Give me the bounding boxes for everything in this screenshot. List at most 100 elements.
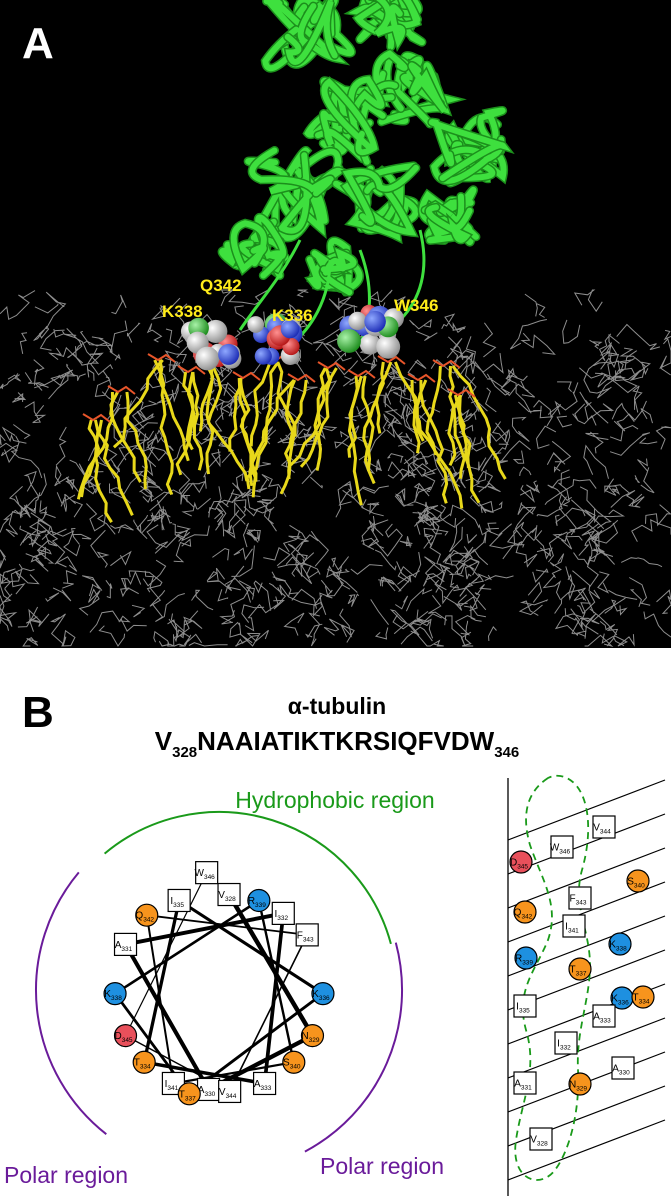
residue-number: 344 [226,1093,237,1100]
polar-region-arc-left [35,871,107,1135]
residue-number: 345 [517,864,528,871]
residue-number: 339 [255,902,266,909]
residue-number: 338 [111,995,122,1002]
residue-number: 340 [634,883,645,890]
wheel-connector [228,934,309,1093]
residue-number: 346 [204,874,215,881]
panel-a: A Q342 K338 K336 W346 [0,0,671,648]
wheel-connector [123,942,211,1092]
panel-b-label: B [22,688,54,737]
net-residue-v328: V328 [529,1127,553,1151]
residue-number: 335 [519,1008,530,1015]
helical-net-line [507,1017,666,1079]
net-residue-i335: I335 [513,994,537,1018]
lipid-tails [76,351,507,523]
protein-cartoon [217,0,515,347]
wheel-residue-q342: Q342 [135,903,159,927]
helical-net-line [507,1119,666,1181]
polar-region-arc-right [304,942,404,1153]
sequence-start-residue: V [155,726,173,756]
wheel-residue-v328: V328 [217,882,241,907]
residue-number: 336 [319,995,330,1002]
residue-number: 329 [576,1086,587,1093]
wheel-residue-n329: N329 [300,1023,325,1048]
residue-spheres [180,304,404,371]
net-residue-i341: I341 [562,914,586,938]
wheel-connector [145,914,309,936]
residue-number: 334 [639,999,650,1006]
residue-number: 331 [521,1085,532,1092]
residue-number: 332 [560,1045,571,1052]
residue-number: 329 [309,1037,320,1044]
hydrophobic-region-label: Hydrophobic region [235,787,434,813]
helical-net-line [507,847,666,909]
sequence-end-index: 346 [494,744,519,761]
residue-number: 332 [277,915,288,922]
net-residue-f343: F343 [568,886,592,910]
residue-number: 336 [618,1000,629,1007]
wheel-residue-d345: D345 [113,1023,138,1048]
residue-number: 328 [537,1141,548,1148]
residue-number: 343 [576,900,587,907]
wheel-residue-v344: V344 [218,1079,242,1104]
net-residue-k338: K338 [608,932,632,956]
residue-number: 343 [303,936,314,943]
residue-number: 328 [225,896,236,903]
residue-number: 341 [568,928,579,935]
residue-number: 340 [290,1064,301,1071]
net-residue-r339: R339 [514,946,538,970]
residue-number: 337 [576,971,587,978]
lipid-membrane [0,289,671,647]
residue-number: 335 [173,902,184,909]
wheel-residue-r339: R339 [247,888,271,913]
net-residue-t334: T334 [631,985,655,1009]
polar-region-label-right: Polar region [320,1153,444,1179]
net-residue-a330: A330 [611,1056,635,1080]
residue-number: 341 [167,1085,178,1092]
residue-number: 338 [616,946,627,953]
residue-number: 334 [140,1064,151,1071]
net-residue-d345: D345 [509,850,533,874]
wheel-connector [257,899,295,1064]
net-residue-n329: N329 [568,1072,592,1096]
residue-number: 330 [619,1070,630,1077]
residue-number: 342 [521,914,532,921]
residue-number: 345 [122,1037,133,1044]
helical-wheel-connectors [113,871,325,1096]
residue-label-q342: Q342 [200,276,242,295]
sequence-start-index: 328 [172,744,197,761]
wheel-connector [172,1061,295,1085]
sequence: V328NAAIATIKTKRSIQFVDW346 [155,726,519,761]
wheel-residue-i332: I332 [271,901,295,925]
wheel-connector [262,911,286,1086]
wheel-residue-t337: T337 [177,1082,201,1106]
hydrophobic-region-arc [103,811,392,945]
wheel-residue-s340: S340 [282,1050,306,1074]
net-residue-q342: Q342 [513,900,537,924]
residue-number: 333 [600,1018,611,1025]
net-residue-k336: K336 [610,986,634,1010]
wheel-residue-k338: K338 [103,982,127,1006]
helical-net-residues: D345W346V344Q342F343S340I341K338R339T337… [509,815,655,1151]
wheel-connector [142,898,181,1064]
wheel-residue-f343: F343 [295,923,319,947]
residue-number: 330 [204,1091,215,1098]
wheel-residue-k336: K336 [311,982,335,1006]
wheel-connector [113,899,261,995]
residue-number: 342 [143,917,154,924]
wheel-connector [142,1060,267,1086]
helical-net-lines [507,779,666,1181]
residue-number: 339 [522,960,533,967]
residue-label-k338: K338 [162,302,203,321]
wheel-residue-a333: A333 [252,1071,277,1096]
wheel-connector [123,911,286,947]
residue-number: 333 [260,1085,271,1092]
polar-region-label-left: Polar region [4,1162,128,1188]
residue-number: 337 [185,1095,196,1102]
residue-label-k336: K336 [272,306,313,325]
residue-number: 344 [600,829,611,836]
wheel-connector [145,914,175,1085]
wheel-connector [177,898,325,996]
wheel-connector [124,871,208,1037]
